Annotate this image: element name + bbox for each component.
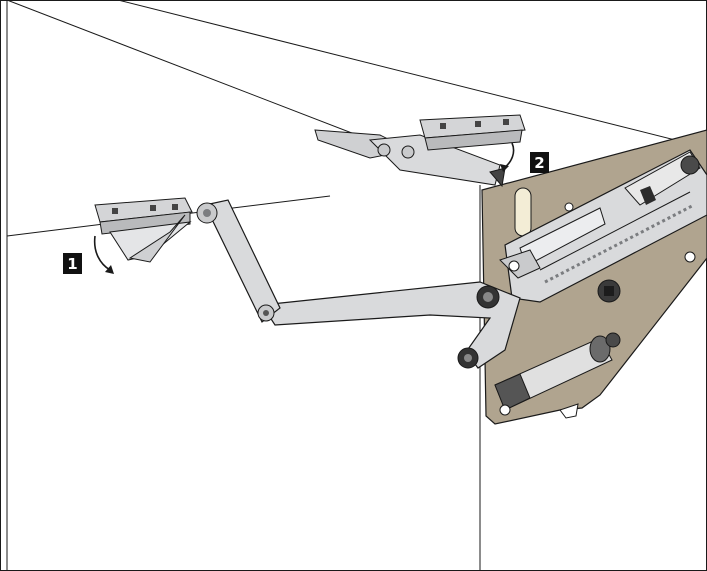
- front-bracket-step1: [93, 197, 193, 274]
- step-badge-1: 1: [63, 253, 82, 274]
- svg-text:1: 1: [67, 255, 77, 273]
- lift-arm: [196, 199, 541, 369]
- plate-slot: [514, 187, 532, 237]
- cabinet-lines: [6, 0, 707, 571]
- rear-bracket-step2: [314, 114, 526, 188]
- lift-mechanism: [481, 129, 707, 425]
- arrow-step1: [93, 235, 111, 271]
- arm-upper: [204, 199, 281, 323]
- step-badge-2: 2: [530, 152, 549, 173]
- svg-text:2: 2: [534, 154, 544, 172]
